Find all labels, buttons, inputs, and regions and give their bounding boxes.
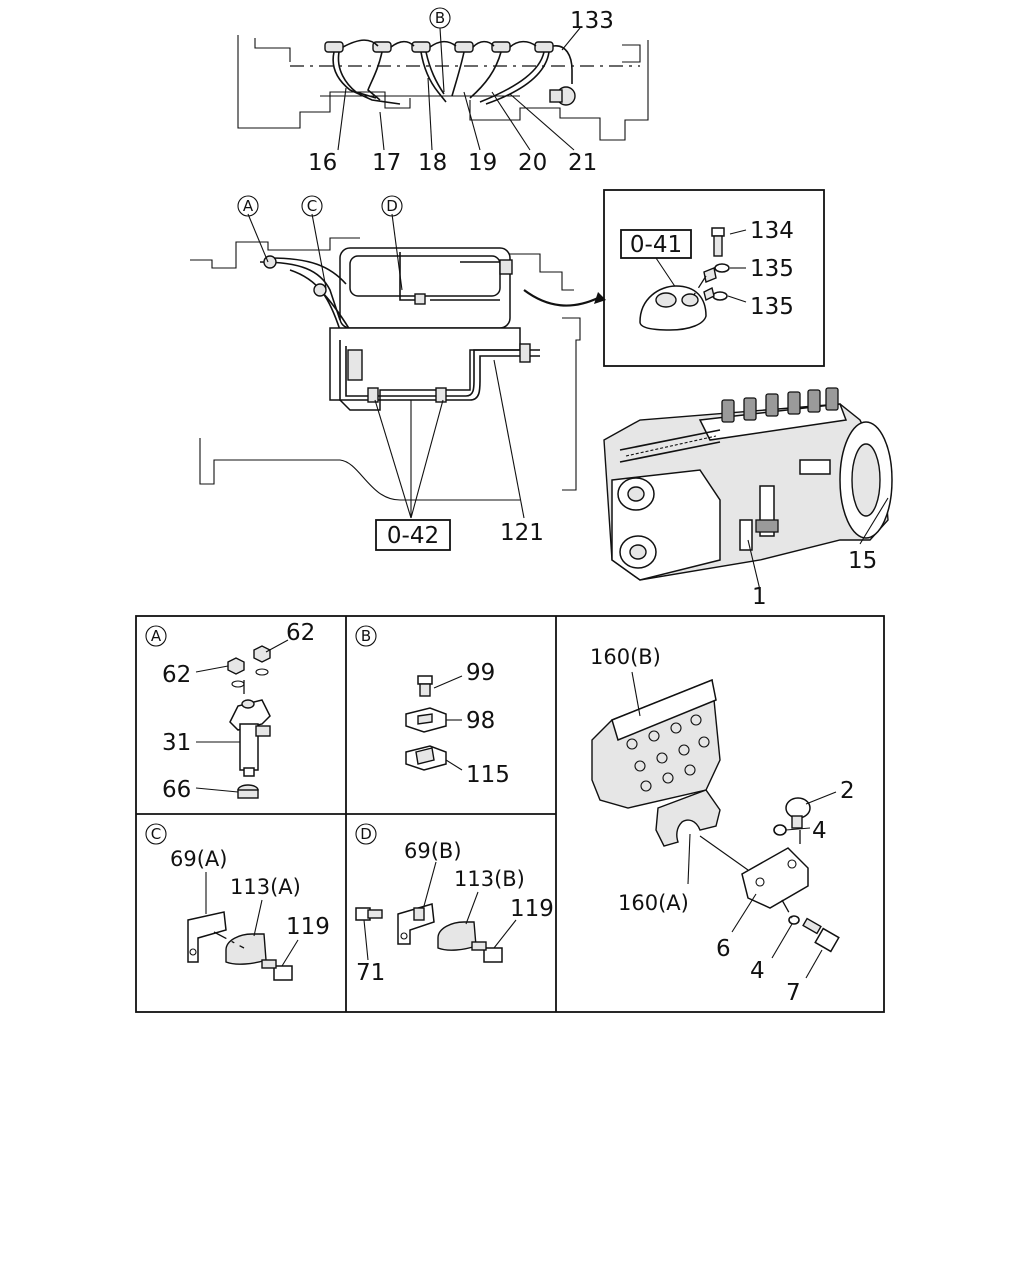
label-17: 17 bbox=[372, 150, 401, 176]
detail-grid bbox=[135, 615, 885, 1013]
label-7: 7 bbox=[786, 980, 801, 1006]
injector-row bbox=[324, 41, 554, 53]
label-71: 71 bbox=[356, 960, 385, 986]
label-121: 121 bbox=[500, 520, 544, 546]
label-2: 2 bbox=[840, 778, 855, 804]
label-160b: 160(B) bbox=[590, 645, 661, 669]
label-119-d: 119 bbox=[510, 896, 554, 922]
label-69b: 69(B) bbox=[404, 839, 462, 863]
label-16: 16 bbox=[308, 150, 337, 176]
callout-d: D bbox=[386, 197, 398, 215]
label-4-a: 4 bbox=[812, 818, 827, 844]
detail-b bbox=[355, 625, 463, 771]
label-98: 98 bbox=[466, 708, 495, 734]
detail-mount bbox=[591, 671, 840, 979]
label-134: 134 bbox=[750, 218, 794, 244]
label-31: 31 bbox=[162, 730, 191, 756]
ref-0-42: 0-42 bbox=[387, 523, 439, 549]
label-66: 66 bbox=[162, 777, 191, 803]
detail-d-letter: D bbox=[360, 825, 372, 843]
label-62-b: 62 bbox=[162, 662, 191, 688]
detail-b-letter: B bbox=[361, 627, 371, 645]
callout-b-top: B bbox=[435, 9, 445, 27]
label-133: 133 bbox=[570, 8, 614, 34]
callout-c: C bbox=[307, 197, 317, 215]
label-21: 21 bbox=[568, 150, 597, 176]
detail-c bbox=[145, 823, 299, 981]
mid-view-engine bbox=[190, 195, 606, 551]
label-115: 115 bbox=[466, 762, 510, 788]
ref-0-41: 0-41 bbox=[630, 232, 682, 258]
inset-0-41 bbox=[603, 189, 825, 367]
detail-a-letter: A bbox=[151, 627, 162, 645]
detail-a bbox=[145, 625, 289, 799]
label-135-a: 135 bbox=[750, 256, 794, 282]
label-62-a: 62 bbox=[286, 620, 315, 646]
callout-circle-d bbox=[381, 195, 403, 217]
label-6: 6 bbox=[716, 936, 731, 962]
label-20: 20 bbox=[518, 150, 547, 176]
label-160a: 160(A) bbox=[618, 891, 689, 915]
top-view-engine bbox=[237, 7, 649, 151]
bracket-holes bbox=[626, 714, 710, 792]
label-69a: 69(A) bbox=[170, 847, 227, 871]
injection-pump bbox=[603, 387, 893, 591]
label-113b: 113(B) bbox=[454, 867, 525, 891]
callout-circle-b-top bbox=[429, 7, 451, 29]
delivery-valves bbox=[721, 387, 839, 423]
label-113a: 113(A) bbox=[230, 875, 301, 899]
label-15: 15 bbox=[848, 548, 877, 574]
label-99: 99 bbox=[466, 660, 495, 686]
label-1: 1 bbox=[752, 584, 767, 610]
detail-d bbox=[355, 823, 517, 963]
detail-c-letter: C bbox=[151, 825, 161, 843]
callout-a: A bbox=[243, 197, 254, 215]
label-18: 18 bbox=[418, 150, 447, 176]
callout-circle-a bbox=[237, 195, 259, 217]
label-119-c: 119 bbox=[286, 914, 330, 940]
label-19: 19 bbox=[468, 150, 497, 176]
callout-circle-c bbox=[301, 195, 323, 217]
label-4-b: 4 bbox=[750, 958, 765, 984]
label-135-b: 135 bbox=[750, 294, 794, 320]
